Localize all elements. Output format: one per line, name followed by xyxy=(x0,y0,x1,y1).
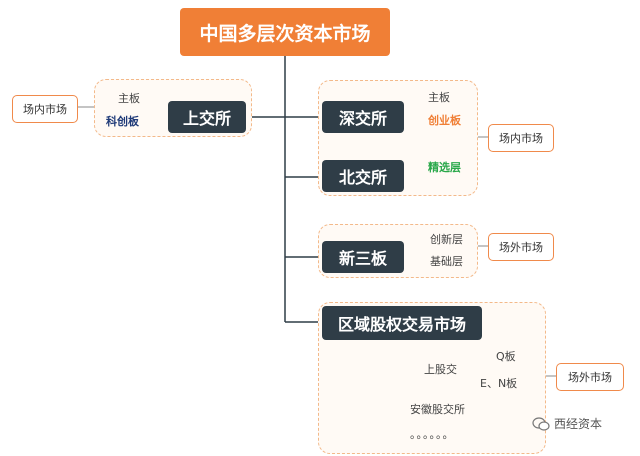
shenzhen-node: 深交所 xyxy=(322,101,404,133)
beijing-node: 北交所 xyxy=(322,160,404,192)
shanghai-market-callout: 场内市场 xyxy=(12,95,78,123)
shanghai-star-board: 科创板 xyxy=(106,115,139,128)
shenzhen-main-board: 主板 xyxy=(428,91,450,104)
beijing-select-board: 精选层 xyxy=(428,161,461,174)
regional-q-board: Q板 xyxy=(496,350,516,363)
shanghai-main-board: 主板 xyxy=(118,92,140,105)
watermark-text: 西经资本 xyxy=(554,417,603,431)
regional-anhui-exchange: 安徽股交所 xyxy=(410,403,465,416)
neeq-market-callout: 场外市场 xyxy=(488,233,554,261)
wechat-icon xyxy=(532,416,550,431)
neeq-innovation-layer: 创新层 xyxy=(430,233,463,246)
regional-market-callout: 场外市场 xyxy=(556,363,624,391)
regional-ellipsis: 。。。。。。 xyxy=(410,428,455,441)
regional-node: 区域股权交易市场 xyxy=(322,306,482,340)
shenzhen-chinext-board: 创业板 xyxy=(428,114,461,127)
regional-shanghai-exchange: 上股交 xyxy=(424,363,457,376)
neeq-basic-layer: 基础层 xyxy=(430,255,463,268)
regional-en-board: E、N板 xyxy=(480,377,518,390)
shanghai-node: 上交所 xyxy=(168,101,246,133)
watermark: 西经资本 xyxy=(532,415,602,432)
neeq-node: 新三板 xyxy=(322,241,404,273)
shenzhen-market-callout: 场内市场 xyxy=(488,124,554,152)
root-title: 中国多层次资本市场 xyxy=(180,8,390,56)
